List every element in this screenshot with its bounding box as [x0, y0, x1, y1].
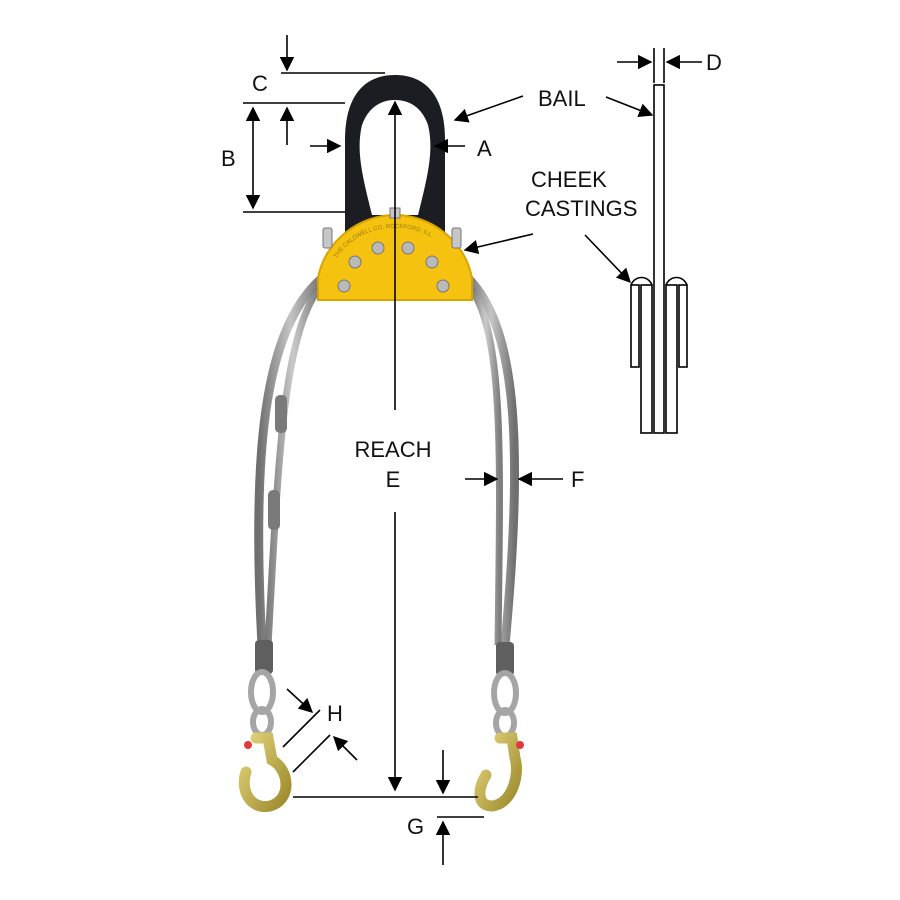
left-latch	[244, 741, 252, 749]
label-e: E	[386, 467, 401, 492]
right-hook-assembly	[474, 670, 524, 812]
profile-cheek-right	[665, 284, 678, 434]
label-reach: REACH	[354, 437, 431, 462]
right-swage-sleeve	[496, 642, 514, 676]
profile-cheek-right-outer	[678, 284, 688, 368]
left-pin	[322, 227, 333, 249]
label-c: C	[252, 71, 268, 96]
label-g: G	[407, 814, 424, 839]
right-wire-rope	[464, 274, 520, 676]
left-cable-clip-lower	[268, 490, 280, 530]
label-d: D	[706, 50, 722, 75]
left-swage-sleeve	[255, 640, 273, 674]
bolt-4	[401, 241, 415, 255]
dimension-lines	[243, 35, 702, 865]
bolt-5	[425, 255, 439, 269]
profile-bail-plate	[653, 84, 665, 434]
bolt-1	[337, 279, 351, 293]
side-profile-view	[630, 84, 688, 434]
profile-cheek-left	[640, 284, 653, 434]
profile-cheek-left-outer	[630, 284, 640, 368]
left-hook-assembly	[238, 669, 292, 812]
left-hook	[238, 732, 292, 812]
label-bail: BAIL	[538, 86, 586, 111]
label-a: A	[477, 136, 492, 161]
right-pin	[451, 227, 462, 249]
right-hook	[474, 732, 522, 812]
left-cable-clip-upper	[275, 395, 287, 433]
bolt-2	[348, 255, 362, 269]
label-f: F	[571, 467, 584, 492]
bolt-6	[436, 279, 450, 293]
bolt-3	[371, 241, 385, 255]
label-b: B	[221, 146, 236, 171]
label-cheek: CHEEK	[531, 167, 607, 192]
label-castings: CASTINGS	[525, 196, 637, 221]
label-h: H	[327, 701, 343, 726]
right-latch	[516, 741, 524, 749]
left-wire-rope	[254, 274, 325, 674]
